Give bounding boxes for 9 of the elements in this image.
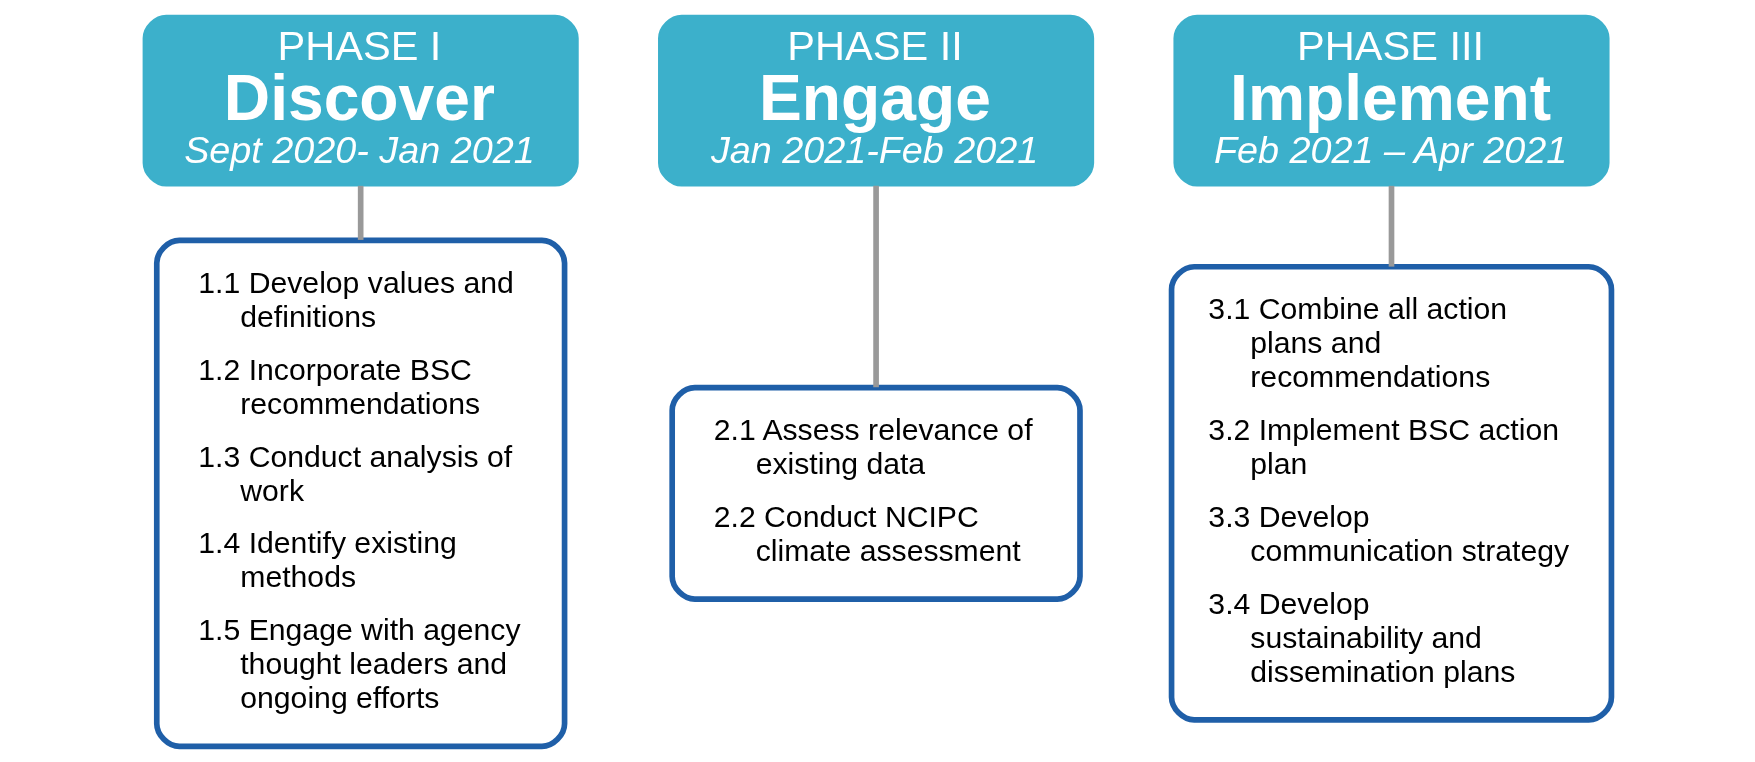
node-box: 3.1 Combine all action plans and recommendations 3.2 Implement BSC action plan 3.3 Develop communication strategy 3.4 Develop sustainability and dissemination plans (1168, 263, 1615, 723)
node-box: PHASE III Implement Feb 2021 – Apr 2021 (1173, 14, 1610, 187)
node-box: PHASE II Engage Jan 2021-Feb 2021 (658, 14, 1095, 187)
node-box: 1.1 Develop values and definitions 1.2 Incorporate BSC recommendations 1.3 Conduct analysis of work 1.4 Identify existing methods 1.5 Engage with agency thought leaders and ongoing efforts (153, 237, 568, 750)
connector (357, 185, 364, 240)
node-box: PHASE I Discover Sept 2020- Jan 2021 (142, 14, 579, 187)
connector (873, 185, 879, 388)
node-box: 2.1 Assess relevance of existing data 2.2 Conduct NCIPC climate assessment (669, 384, 1083, 602)
connector (1388, 185, 1395, 267)
